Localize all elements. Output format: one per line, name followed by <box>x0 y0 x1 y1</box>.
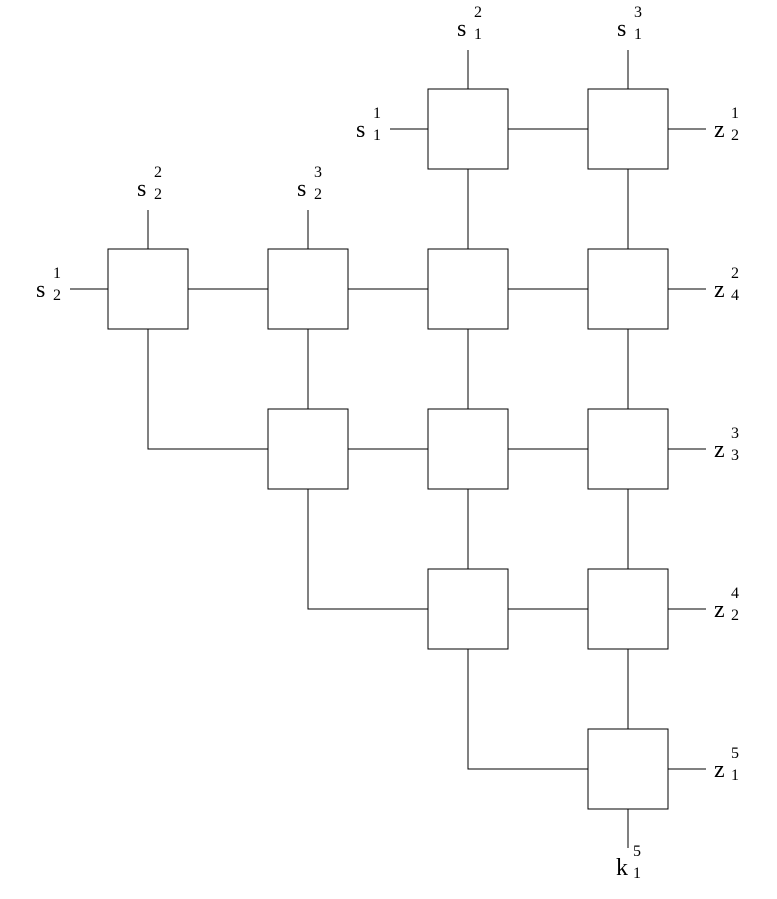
label-z2-1: z 1 2 <box>714 105 739 144</box>
label-z4-2: z 2 4 <box>714 265 739 304</box>
label-z1-5: z 5 1 <box>714 745 739 784</box>
cell-box <box>427 248 509 330</box>
label-s2-2: s 2 2 <box>137 164 162 203</box>
label-s2-1: s 1 2 <box>36 265 61 304</box>
label-s1-1: s 1 1 <box>356 105 381 144</box>
cell-box <box>587 728 669 810</box>
cell-box <box>267 248 349 330</box>
cell-box <box>427 408 509 490</box>
cell-box <box>427 568 509 650</box>
wire <box>147 329 268 450</box>
label-k1-5: k 5 1 <box>616 843 641 882</box>
label-s1-2: s 2 1 <box>457 4 482 43</box>
label-s2-3: s 3 2 <box>297 164 322 203</box>
cell-box <box>427 88 509 170</box>
cell-box <box>587 568 669 650</box>
cell-box <box>267 408 349 490</box>
processing-elements <box>107 88 669 810</box>
label-s1-3: s 3 1 <box>617 4 642 43</box>
label-z2-4: z 4 2 <box>714 585 739 624</box>
cell-box <box>587 88 669 170</box>
cell-box <box>107 248 189 330</box>
wire <box>467 649 588 770</box>
wires <box>70 50 706 848</box>
cell-box <box>587 248 669 330</box>
wire <box>307 489 428 610</box>
label-z3-3: z 3 3 <box>714 425 739 464</box>
cell-box <box>587 408 669 490</box>
